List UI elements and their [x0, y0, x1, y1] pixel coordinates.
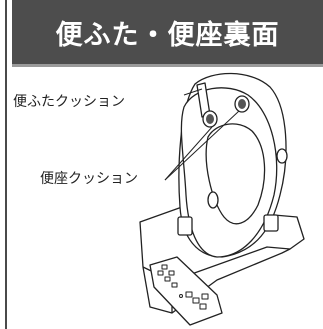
panel-buttons: [157, 264, 209, 310]
seat-cushion-bottom: [207, 191, 219, 209]
section-header: 便ふた・便座裏面: [12, 0, 323, 64]
base-top-edge: [171, 246, 291, 282]
seat-cushion-leader-2: [164, 110, 240, 181]
left-rail: [0, 0, 7, 329]
seat-cushion-label: 便座クッション: [40, 171, 138, 187]
header-underline: [12, 64, 323, 67]
section-title: 便ふた・便座裏面: [55, 19, 280, 51]
hinge-right: [263, 214, 279, 232]
seat-cushion-leader-1: [164, 126, 213, 181]
seat-cushion-right: [276, 148, 288, 164]
hinge-left: [177, 216, 193, 236]
toilet-seat-diagram: 便ふたクッション 便座クッション: [12, 67, 323, 329]
lid-cushion-label: 便ふたクッション: [13, 94, 125, 110]
toilet-seat-illustration: [139, 72, 305, 326]
lid-cushion-leader: [183, 88, 203, 96]
